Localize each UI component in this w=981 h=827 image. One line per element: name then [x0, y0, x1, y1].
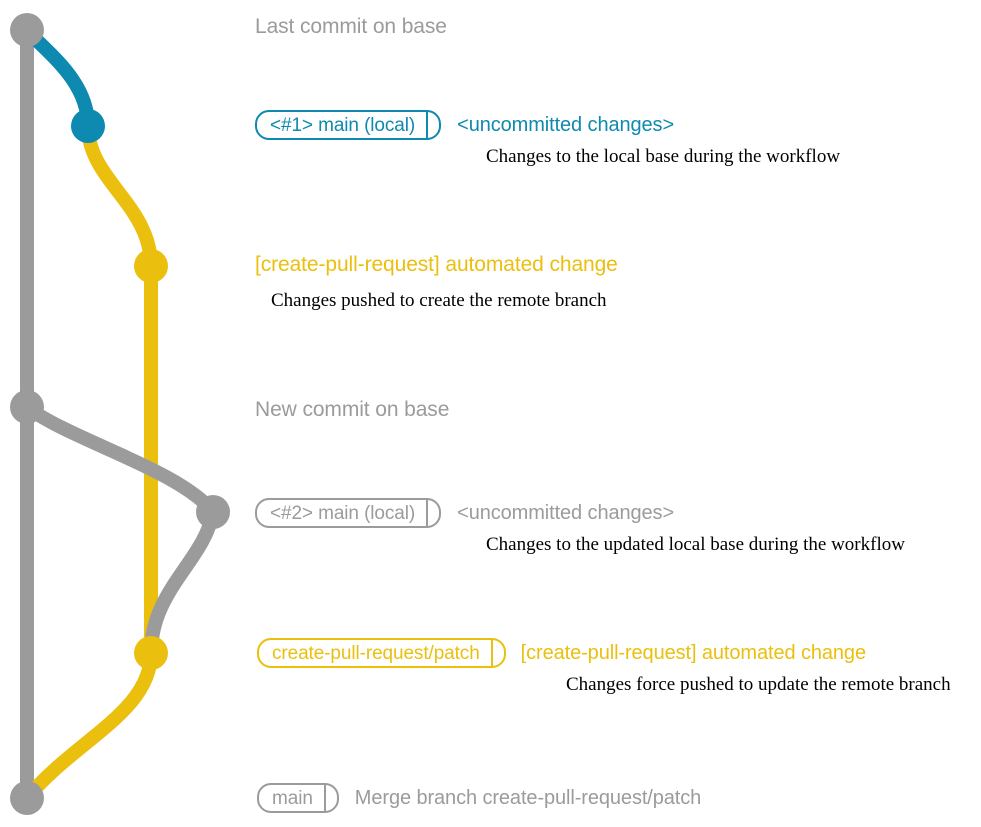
commit-description-local-main-2: Changes to the updated local base during…: [486, 534, 905, 555]
graph-nodes: [10, 13, 230, 815]
branch-pill-cap: [323, 785, 337, 811]
commit-row-automated-change-update: create-pull-request/patch [create-pull-r…: [257, 638, 866, 668]
commit-subject-local-main-1: <uncommitted changes>: [457, 113, 675, 136]
node-base-last[interactable]: [10, 13, 44, 47]
branch-pill-label: create-pull-request/patch: [272, 642, 480, 664]
commit-subject-automated-change-update: [create-pull-request] automated change: [520, 641, 866, 664]
commit-description-automated-change-create: Changes pushed to create the remote bran…: [271, 290, 607, 311]
commit-row-merge: main Merge branch create-pull-request/pa…: [257, 783, 701, 813]
commit-headline-new-commit-on-base: New commit on base: [255, 398, 450, 421]
commit-description-automated-change-update: Changes force pushed to update the remot…: [566, 674, 951, 695]
commit-row-local-main-2: <#2> main (local) <uncommitted changes>: [255, 498, 674, 528]
branch-pill-label: main: [272, 787, 313, 809]
branch-pill-create-pull-request-patch[interactable]: create-pull-request/patch: [257, 638, 506, 668]
branch-pill-cap: [490, 640, 504, 666]
branch-pill-cap: [426, 112, 439, 138]
node-remote-2[interactable]: [134, 636, 168, 670]
node-local-2[interactable]: [196, 495, 230, 529]
commit-headline-last-commit-on-base: Last commit on base: [255, 15, 447, 38]
commit-headline-automated-change-create: [create-pull-request] automated change: [255, 253, 618, 276]
edge-remote2-to-merge: [20, 646, 158, 805]
commit-subject-local-main-2: <uncommitted changes>: [457, 501, 675, 524]
edge-local2-to-remote2: [144, 505, 220, 660]
node-remote-1[interactable]: [134, 249, 168, 283]
commit-description-local-main-1: Changes to the local base during the wor…: [486, 146, 841, 167]
edge-basenew-to-local2: [20, 400, 220, 519]
branch-pill-local-main-2[interactable]: <#2> main (local): [255, 498, 442, 528]
node-base-new[interactable]: [10, 390, 44, 424]
branch-pill-label: <#1> main (local): [270, 114, 416, 136]
node-local-1[interactable]: [71, 109, 105, 143]
branch-pill-cap: [426, 500, 439, 526]
commit-row-local-main-1: <#1> main (local) <uncommitted changes>: [255, 110, 674, 140]
branch-pill-label: <#2> main (local): [270, 502, 416, 524]
node-merge[interactable]: [10, 781, 44, 815]
commit-subject-merge: Merge branch create-pull-request/patch: [354, 786, 702, 809]
branch-pill-main[interactable]: main: [257, 783, 339, 813]
edge-local1-to-remote1: [81, 119, 158, 273]
branch-pill-local-main-1[interactable]: <#1> main (local): [255, 110, 442, 140]
